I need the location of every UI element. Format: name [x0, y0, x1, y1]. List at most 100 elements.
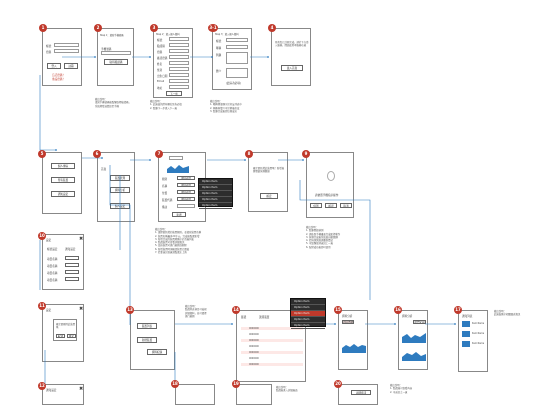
dropdown-option[interactable]: Option Item: [291, 305, 325, 311]
select-field[interactable]: 選擇項目: [177, 197, 195, 201]
add-button[interactable]: 新增: [172, 212, 186, 217]
note-step10: 備註說明： 點選列表項目可檢視 詳細資料，並可選擇 進行編輯: [185, 305, 207, 318]
dropdown-option[interactable]: Option Item: [199, 179, 232, 185]
close-icon[interactable]: ✖: [79, 236, 84, 242]
enter-home-button[interactable]: 進入首頁: [281, 65, 303, 71]
side-menu-button[interactable]: 裝置管理: [110, 175, 130, 181]
field-input[interactable]: [169, 73, 189, 77]
delete-confirm-panel: 設定 ✖ 確定要刪除此裝置嗎 取消 確定: [42, 304, 84, 362]
panel-title: 通知設定: [46, 389, 57, 392]
home-menu-screen: 個人專區 所有裝置 通知設定: [42, 152, 82, 214]
dropdown-option[interactable]: Option Item: [199, 185, 232, 191]
field-input[interactable]: [169, 67, 189, 71]
table-row[interactable]: 0000000: [241, 327, 303, 330]
table-row[interactable]: 0000000: [241, 351, 303, 354]
search-input[interactable]: [169, 156, 183, 160]
step-badge: 8: [245, 150, 253, 158]
field-input[interactable]: [226, 68, 248, 78]
select-field[interactable]: 選擇項目: [177, 190, 195, 194]
table-row[interactable]: 0000000: [241, 345, 303, 348]
reset-password-link[interactable]: 重設密碼？: [52, 78, 65, 81]
list-button[interactable]: 裝置列表: [137, 323, 157, 329]
side-menu-item[interactable]: 首頁: [101, 168, 107, 171]
login-button[interactable]: 登入: [47, 63, 61, 69]
field-input[interactable]: [169, 85, 189, 89]
confirm-button[interactable]: 確定: [260, 193, 278, 199]
settings-field[interactable]: [65, 263, 79, 267]
table-row[interactable]: 0000000: [241, 333, 303, 336]
list-button[interactable]: 資料紀錄: [147, 349, 167, 355]
list-button[interactable]: 新增裝置: [137, 337, 157, 343]
dropdown-menu[interactable]: Option Item Option Item Option Item Opti…: [290, 298, 326, 329]
detect-action-button[interactable]: 確認: [325, 203, 337, 208]
dropdown-menu[interactable]: Option Item Option Item Option Item Opti…: [198, 178, 233, 209]
settings-field[interactable]: [65, 277, 79, 281]
settings-row: 項目名稱: [47, 279, 58, 282]
close-icon[interactable]: ✖: [79, 386, 84, 392]
field-input[interactable]: [169, 49, 189, 53]
side-menu-button[interactable]: 個人設定: [110, 203, 130, 209]
dialog-button[interactable]: 取消: [56, 334, 65, 338]
phone-input[interactable]: [101, 51, 131, 55]
menu-button[interactable]: 個人專區: [51, 163, 75, 169]
select-field[interactable]: 選擇項目: [177, 183, 195, 187]
detect-action-button[interactable]: 偵測: [310, 203, 322, 208]
step-badge: 12: [38, 382, 46, 390]
dropdown-option[interactable]: Option Item: [291, 317, 325, 323]
dialog-button[interactable]: 確定: [67, 334, 76, 338]
menu-button[interactable]: 所有裝置: [51, 177, 75, 183]
note-step14: 備註說明： 此頁面顯示相關圖表資訊: [494, 310, 521, 317]
dropdown-option[interactable]: Option Item: [199, 197, 232, 203]
analysis-tab[interactable]: 即時數據: [342, 320, 354, 324]
side-menu-button[interactable]: 資料分析: [110, 187, 130, 193]
password-input[interactable]: [54, 49, 79, 53]
analysis-tab[interactable]: 歷史紀錄: [413, 320, 426, 324]
detail-button[interactable]: 詳細資訊: [351, 390, 371, 395]
dropdown-option[interactable]: Option Item: [291, 299, 325, 305]
step-badge: 14: [232, 306, 240, 314]
next-button[interactable]: 下一步: [166, 91, 182, 96]
detect-action-button[interactable]: 取消: [340, 203, 352, 208]
note-input[interactable]: [177, 204, 195, 208]
settings-panel: 設定 ✖ 帳號設定 通知設定 項目名稱 項目名稱 項目名稱 項目名稱: [42, 234, 84, 290]
settings-field[interactable]: [65, 270, 79, 274]
field-input[interactable]: [226, 52, 248, 64]
field-input[interactable]: [169, 43, 189, 47]
register-button[interactable]: 註冊: [64, 63, 78, 69]
row-value: 0000000: [249, 333, 259, 336]
step-badge: 5: [38, 150, 46, 158]
close-icon[interactable]: ✖: [79, 306, 84, 312]
forgot-password-link[interactable]: 忘記密碼？: [52, 74, 65, 77]
field-input[interactable]: [226, 38, 248, 42]
account-input[interactable]: [54, 43, 79, 47]
field-input[interactable]: [169, 55, 189, 59]
field-input[interactable]: [169, 37, 189, 41]
list-item[interactable]: Item Name: [472, 332, 485, 335]
list-item[interactable]: Item Name: [472, 322, 485, 325]
location-pin-icon: [327, 171, 335, 181]
step-badge: 17: [454, 306, 462, 314]
area-chart: [402, 331, 426, 343]
dropdown-option[interactable]: Option Item: [199, 203, 232, 209]
note-step19: 備註說明： 點選後進入詳細頁面: [276, 386, 298, 393]
select-device-label[interactable]: 選擇裝置: [259, 316, 270, 319]
dropdown-option[interactable]: Option Item: [199, 191, 232, 197]
table-row[interactable]: 0000000: [241, 357, 303, 360]
send-code-button[interactable]: 取得驗證碼: [104, 59, 128, 65]
settings-tab[interactable]: 通知設定: [65, 248, 76, 251]
list-item[interactable]: Item Name: [472, 342, 485, 345]
settings-tab[interactable]: 帳號設定: [47, 248, 58, 251]
field-input[interactable]: [169, 61, 189, 65]
dropdown-option[interactable]: Option Item: [291, 323, 325, 329]
table-row[interactable]: 0000000: [241, 363, 303, 366]
field-label: 簡介: [216, 70, 222, 73]
dropdown-option[interactable]: Option Item: [291, 311, 325, 317]
field-input[interactable]: [169, 79, 189, 83]
settings-field[interactable]: [65, 256, 79, 260]
table-row[interactable]: 0000000: [241, 339, 303, 342]
form-label: 名稱: [162, 185, 168, 188]
device-list-panel: 裝置列表 新增裝置 資料紀錄: [130, 310, 175, 370]
field-input[interactable]: [226, 45, 248, 49]
menu-button[interactable]: 通知設定: [51, 191, 75, 197]
select-field[interactable]: 選擇項目: [177, 176, 195, 180]
